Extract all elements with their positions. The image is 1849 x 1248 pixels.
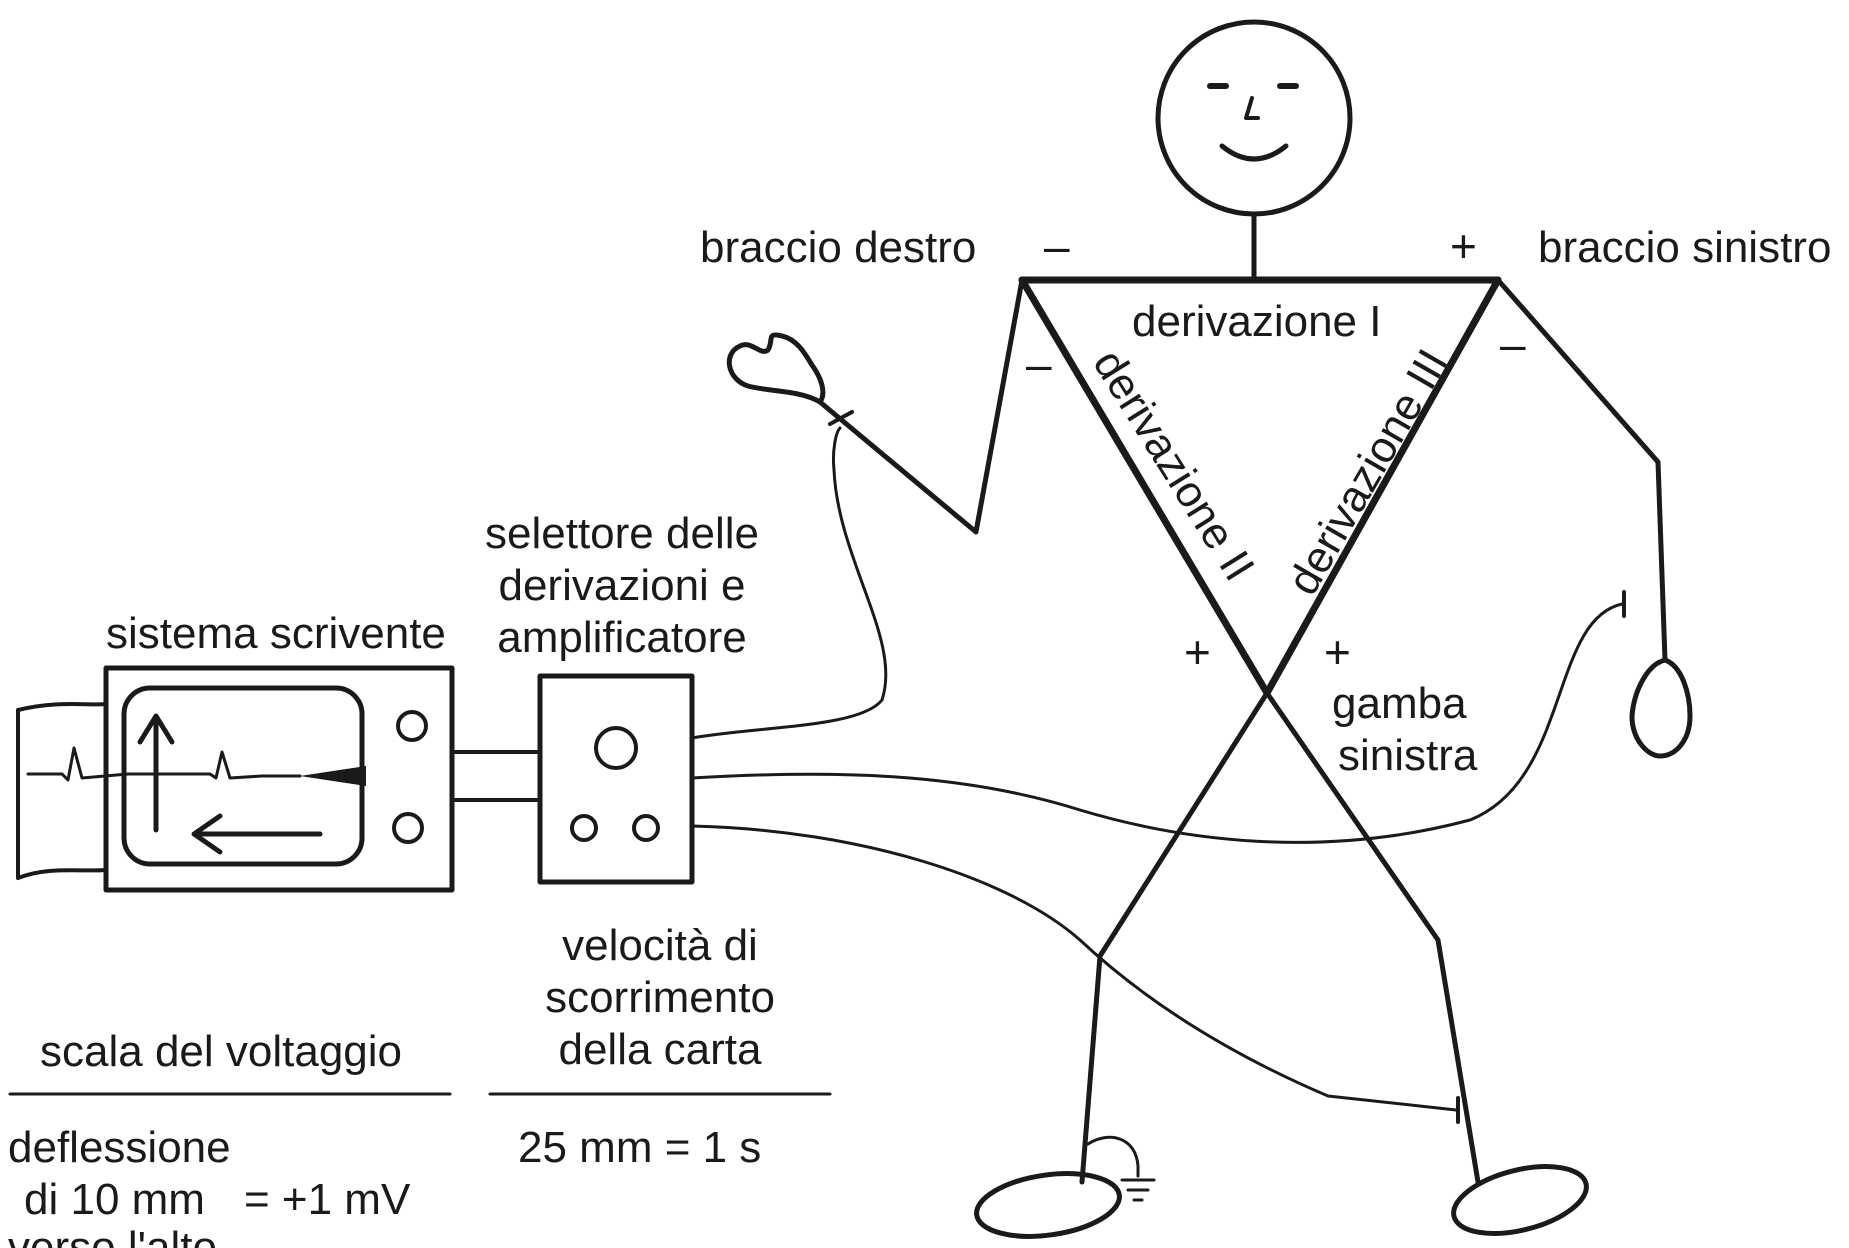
label-voltage-heading: scala del voltaggio [40, 1027, 402, 1076]
right-arm [820, 280, 1022, 532]
label-speed-1: velocità di [562, 921, 758, 970]
sign-leg-left: + [1184, 626, 1211, 678]
selector-knob-small-right [634, 816, 658, 840]
label-voltage-eq: = +1 mV [244, 1175, 411, 1224]
paper-roll [18, 704, 106, 878]
ground-lead [1088, 1137, 1138, 1176]
label-speed-3: della carta [558, 1025, 762, 1074]
sign-right-arm-side: – [1026, 338, 1052, 390]
right-hand [729, 335, 823, 402]
label-speed-value: 25 mm = 1 s [518, 1123, 761, 1172]
label-selector-1: selettore delle [485, 509, 759, 558]
sign-right-arm-top: – [1044, 220, 1070, 272]
left-hand [1632, 660, 1690, 756]
recorder-device [18, 668, 452, 890]
selector-knob-small-left [572, 816, 596, 840]
label-voltage-2: di 10 mm [24, 1175, 205, 1224]
label-selector-2: derivazioni e [498, 561, 745, 610]
selector-knob-large [596, 728, 636, 768]
ground-icon [1088, 1137, 1154, 1200]
right-leg [1082, 693, 1267, 1182]
label-right-arm: braccio destro [700, 223, 976, 272]
label-left-leg-2: sinistra [1338, 731, 1478, 780]
sign-left-arm-side: – [1500, 318, 1526, 370]
sign-left-arm-top: + [1450, 220, 1477, 272]
ecg-trace [28, 748, 300, 780]
label-voltage-3: verso l'alto [8, 1223, 217, 1248]
left-foot [1447, 1154, 1593, 1245]
label-speed-2: scorrimento [545, 973, 775, 1022]
recorder-knob-bottom [394, 814, 422, 842]
pen-tip [300, 766, 366, 786]
electrode-cables [692, 412, 1624, 1122]
label-selector-3: amplificatore [497, 613, 746, 662]
mouth [1222, 146, 1286, 159]
selector-box [540, 676, 692, 882]
sign-leg-right: + [1324, 626, 1351, 678]
label-left-leg-1: gamba [1332, 679, 1467, 728]
label-recorder: sistema scrivente [106, 609, 446, 658]
cable-left-leg [692, 826, 1456, 1110]
selector-amplifier [540, 676, 692, 882]
right-foot [973, 1165, 1124, 1244]
cable-left-arm [692, 604, 1622, 842]
recorder-knob-top [398, 712, 426, 740]
nose [1246, 98, 1258, 118]
label-voltage-1: deflessione [8, 1123, 231, 1172]
label-left-arm: braccio sinistro [1538, 223, 1831, 272]
label-lead-2: derivazione II [1084, 341, 1264, 589]
label-lead-1: derivazione I [1132, 297, 1381, 346]
label-lead-3: derivazione III [1278, 341, 1457, 603]
